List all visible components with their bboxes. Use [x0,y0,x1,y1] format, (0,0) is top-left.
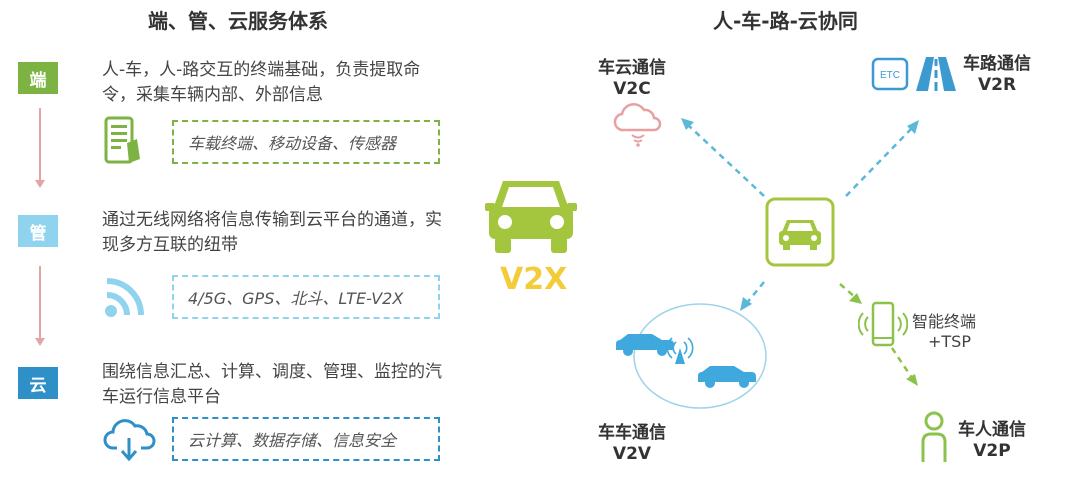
etc-text: ETC [880,70,900,81]
connectors [681,118,919,386]
terminal-label: 智能终端 +TSP [912,312,976,352]
desc-duan: 人-车，人-路交互的终端基础，负责提取命令，采集车辆内部、外部信息 [102,60,421,105]
terminal-line1: 智能终端 [912,312,977,331]
v2v-code: V2V [612,444,652,464]
v2v-label: 车车通信 V2V [598,423,666,465]
v2x-label: V2X [500,262,568,297]
etc-icon: ETC [871,57,909,91]
v2c-code: V2C [613,79,651,99]
v2c-name: 车云通信 [598,58,666,78]
v2r-name: 车路通信 [963,54,1031,74]
v2v-name: 车车通信 [598,423,666,443]
cloud-signal-icon [613,103,662,147]
tablet-icon [104,116,140,164]
flow-arrows [35,108,45,346]
wifi-signal-icon [105,278,144,317]
smartphone-icon [858,301,908,347]
desc-yun: 围绕信息汇总、计算、调度、管理、监控的汽车运行信息平台 [102,362,442,407]
tags-guan: 4/5G、GPS、北斗、LTE-V2X [172,275,440,319]
right-title: 人-车-路-云协同 [713,9,858,33]
v2r-code: V2R [977,75,1017,95]
v2v-cars-icon [616,303,767,409]
desc-guan: 通过无线网络将信息传输到云平台的通道，实现多方互联的纽带 [102,210,442,255]
road-icon [916,57,956,91]
terminal-line2: +TSP [928,332,971,351]
v2p-label: 车人通信 V2P [958,420,1026,462]
v2p-code: V2P [973,441,1011,461]
center-car-icon [765,197,835,267]
v2r-label: 车路通信 V2R [963,54,1031,96]
cloud-download-icon [103,419,156,462]
tags-yun: 云计算、数据存储、信息安全 [172,417,440,461]
badge-guan: 管 [18,215,58,247]
person-icon [921,411,947,462]
v2p-name: 车人通信 [958,420,1026,440]
v2c-label: 车云通信 V2C [598,58,666,100]
tags-duan: 车载终端、移动设备、传感器 [172,120,440,164]
v2x-car-icon [485,181,577,253]
badge-yun: 云 [18,367,58,399]
left-title: 端、管、云服务体系 [148,9,328,33]
badge-duan: 端 [18,62,58,94]
